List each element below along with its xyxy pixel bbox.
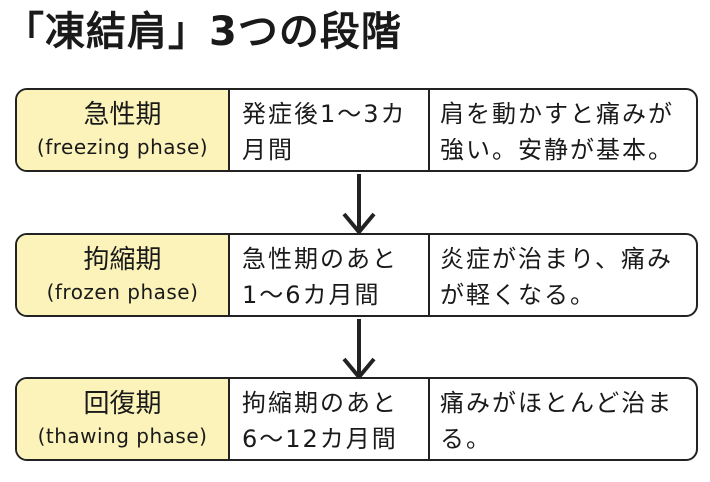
phase-name: 拘縮期: [83, 245, 162, 275]
phase-name: 回復期: [83, 389, 162, 419]
phase-duration-cell: 急性期のあと 1～6カ月間: [230, 235, 430, 315]
phase-description-cell: 肩を動かすと痛みが 強い。安静が基本。: [430, 90, 696, 170]
phase-duration-line: 6～12カ月間: [242, 425, 398, 453]
arrow-down-icon: [342, 319, 376, 381]
page-title: 「凍結肩」3つの段階: [4, 9, 402, 55]
phase-description-line: 強い。安静が基本。: [440, 136, 674, 164]
phase-description-cell: 炎症が治まり、痛み が軽くなる。: [430, 235, 696, 315]
phase-duration-cell: 発症後1～3カ 月間: [230, 90, 430, 170]
phase-duration-line: 発症後1～3カ: [242, 100, 407, 128]
phase-duration-line: 急性期のあと: [242, 245, 398, 273]
phase-name-en: (frozen phase): [46, 280, 199, 304]
phase-label-cell: 回復期 (thawing phase): [17, 379, 230, 459]
phase-duration-line: 拘縮期のあと: [242, 389, 398, 417]
phase-duration-cell: 拘縮期のあと 6～12カ月間: [230, 379, 430, 459]
phase-description-line: 肩を動かすと痛みが: [440, 100, 674, 128]
phase-label-cell: 拘縮期 (frozen phase): [17, 235, 230, 315]
phase-row-thawing: 回復期 (thawing phase) 拘縮期のあと 6～12カ月間 痛みがほと…: [15, 377, 698, 461]
phase-row-acute: 急性期 (freezing phase) 発症後1～3カ 月間 肩を動かすと痛み…: [15, 88, 698, 172]
phase-description-line: が軽くなる。: [440, 281, 596, 309]
phase-description-cell: 痛みがほとんど治ま る。: [430, 379, 696, 459]
phase-description-line: る。: [440, 425, 492, 453]
phase-row-frozen: 拘縮期 (frozen phase) 急性期のあと 1～6カ月間 炎症が治まり、…: [15, 233, 698, 317]
phase-duration-line: 月間: [242, 136, 294, 164]
phase-name: 急性期: [83, 100, 162, 130]
arrow-down-icon: [342, 174, 376, 236]
phase-name-en: (freezing phase): [36, 135, 209, 159]
phase-name-en: (thawing phase): [37, 424, 208, 448]
phase-duration-line: 1～6カ月間: [242, 281, 381, 309]
phase-description-line: 炎症が治まり、痛み: [440, 245, 674, 273]
phase-description-line: 痛みがほとんど治ま: [440, 389, 674, 417]
phase-label-cell: 急性期 (freezing phase): [17, 90, 230, 170]
